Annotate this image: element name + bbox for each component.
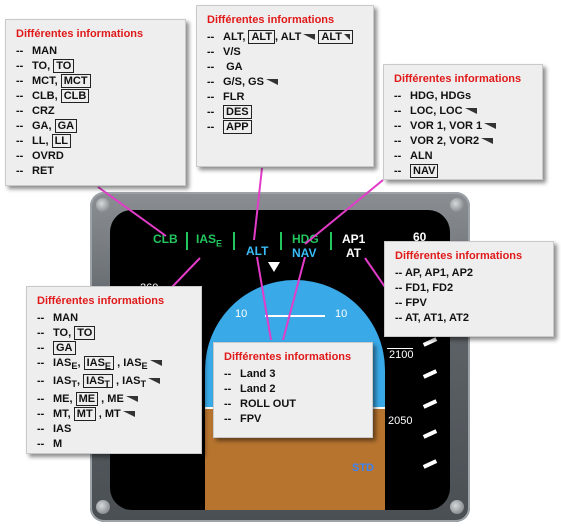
list-item: --VOR 1, VOR 1 bbox=[394, 119, 532, 134]
list-item: -- GA bbox=[207, 61, 243, 73]
speed-top-60: 60 bbox=[413, 230, 427, 244]
list-item: --CRZ bbox=[16, 105, 55, 117]
list-item: --IAS bbox=[37, 423, 72, 436]
callout-list: --ALT, ALT, ALT ALT --V/S -- GA --G/S, G… bbox=[207, 30, 363, 135]
callout-speed: Différentes informations --MAN --TO, TO … bbox=[26, 286, 202, 454]
fma-separator bbox=[233, 232, 235, 250]
pitch-label-left: 10 bbox=[235, 308, 248, 320]
list-item: --Land 2 bbox=[224, 383, 276, 395]
callout-title: Différentes informations bbox=[224, 351, 352, 363]
bank-pointer-icon bbox=[268, 262, 280, 272]
bezel-screw bbox=[450, 500, 464, 514]
fma-alt: ALT bbox=[246, 244, 269, 258]
list-item: -- FD1, FD2 bbox=[395, 282, 454, 294]
fma-nav: NAV bbox=[292, 246, 317, 260]
list-item: --ALN bbox=[394, 150, 433, 162]
pitch-line bbox=[265, 315, 325, 317]
list-item: --IAST, IAST , IAST bbox=[37, 374, 191, 392]
list-item: --MAN bbox=[16, 45, 58, 57]
list-item: --FPV bbox=[224, 413, 262, 425]
callout-list: --MAN --TO, TO --GA --IASE, IASE , IASE … bbox=[37, 311, 191, 452]
list-item: --GA bbox=[37, 341, 191, 356]
list-item: --MCT, MCT bbox=[16, 74, 175, 89]
list-item: --GA, GA bbox=[16, 119, 175, 134]
callout-title: Différentes informations bbox=[394, 73, 522, 85]
list-item: --HDG, HDGs bbox=[394, 90, 472, 102]
fma-at: AT bbox=[346, 246, 362, 260]
list-item: --FLR bbox=[207, 91, 245, 103]
callout-engage: Différentes informations -- AP, AP1, AP2… bbox=[384, 241, 554, 337]
callout-autothrust: Différentes informations --MAN --TO, TO … bbox=[5, 19, 186, 186]
pitch-label-right: 10 bbox=[335, 308, 348, 320]
bezel-screw bbox=[96, 198, 110, 212]
list-item: --IASE, IASE , IASE bbox=[37, 356, 191, 374]
list-item: --V/S bbox=[207, 46, 241, 58]
callout-list: --HDG, HDGs --LOC, LOC --VOR 1, VOR 1 --… bbox=[394, 89, 532, 179]
callout-landing: Différentes informations --Land 3 --Land… bbox=[213, 342, 373, 438]
list-item: -- AP, AP1, AP2 bbox=[395, 267, 474, 279]
list-item: --VOR 2, VOR2 bbox=[394, 134, 532, 149]
list-item: --ALT, ALT, ALT ALT bbox=[207, 30, 363, 45]
list-item: -- AT, AT1, AT2 bbox=[395, 312, 469, 324]
list-item: --LL, LL bbox=[16, 134, 175, 149]
list-item: --Land 3 bbox=[224, 368, 276, 380]
list-item: --TO, TO bbox=[37, 326, 191, 341]
list-item: --NAV bbox=[394, 164, 532, 179]
callout-title: Différentes informations bbox=[395, 250, 523, 262]
list-item: --LOC, LOC bbox=[394, 104, 532, 119]
fma-ias-sub: E bbox=[216, 238, 223, 249]
list-item: --CLB, CLB bbox=[16, 89, 175, 104]
list-item: --M bbox=[37, 438, 63, 451]
callout-lateral: Différentes informations --HDG, HDGs --L… bbox=[383, 64, 543, 180]
list-item: --MT, MT , MT bbox=[37, 407, 191, 422]
list-item: --ME, ME , ME bbox=[37, 392, 191, 407]
callout-vertical: Différentes informations --ALT, ALT, ALT… bbox=[196, 5, 374, 167]
callout-list: --Land 3 --Land 2 --ROLL OUT --FPV bbox=[224, 367, 362, 427]
fma-ias-label: IAS bbox=[196, 232, 217, 246]
fma-clb: CLB bbox=[153, 232, 178, 246]
callout-title: Différentes informations bbox=[37, 295, 165, 307]
list-item: --MAN bbox=[37, 312, 79, 324]
baro-std: STD bbox=[352, 462, 374, 474]
alt-2100: 2100 bbox=[387, 348, 414, 361]
bezel-screw bbox=[450, 198, 464, 212]
callout-list: -- AP, AP1, AP2 -- FD1, FD2 -- FPV -- AT… bbox=[395, 266, 543, 326]
bezel-screw bbox=[96, 500, 110, 514]
callout-title: Différentes informations bbox=[207, 14, 335, 26]
list-item: --APP bbox=[207, 120, 363, 135]
fma-hdg: HDG bbox=[292, 232, 319, 246]
list-item: -- FPV bbox=[395, 297, 427, 309]
list-item: --RET bbox=[16, 165, 54, 177]
fma-ias: IASE bbox=[196, 232, 222, 248]
list-item: --G/S, GS bbox=[207, 75, 363, 90]
fma-ap1: AP1 bbox=[342, 232, 366, 246]
list-item: --OVRD bbox=[16, 150, 64, 162]
alt-2100-value: 2100 bbox=[389, 349, 414, 361]
list-item: --DES bbox=[207, 105, 363, 120]
callout-title: Différentes informations bbox=[16, 28, 144, 40]
alt-2050: 2050 bbox=[388, 415, 413, 427]
fma-separator bbox=[186, 232, 188, 250]
fma-separator bbox=[280, 232, 282, 250]
fma-separator bbox=[330, 232, 332, 250]
list-item: --TO, TO bbox=[16, 59, 175, 74]
callout-list: --MAN --TO, TO --MCT, MCT --CLB, CLB --C… bbox=[16, 44, 175, 179]
list-item: --ROLL OUT bbox=[224, 398, 297, 410]
